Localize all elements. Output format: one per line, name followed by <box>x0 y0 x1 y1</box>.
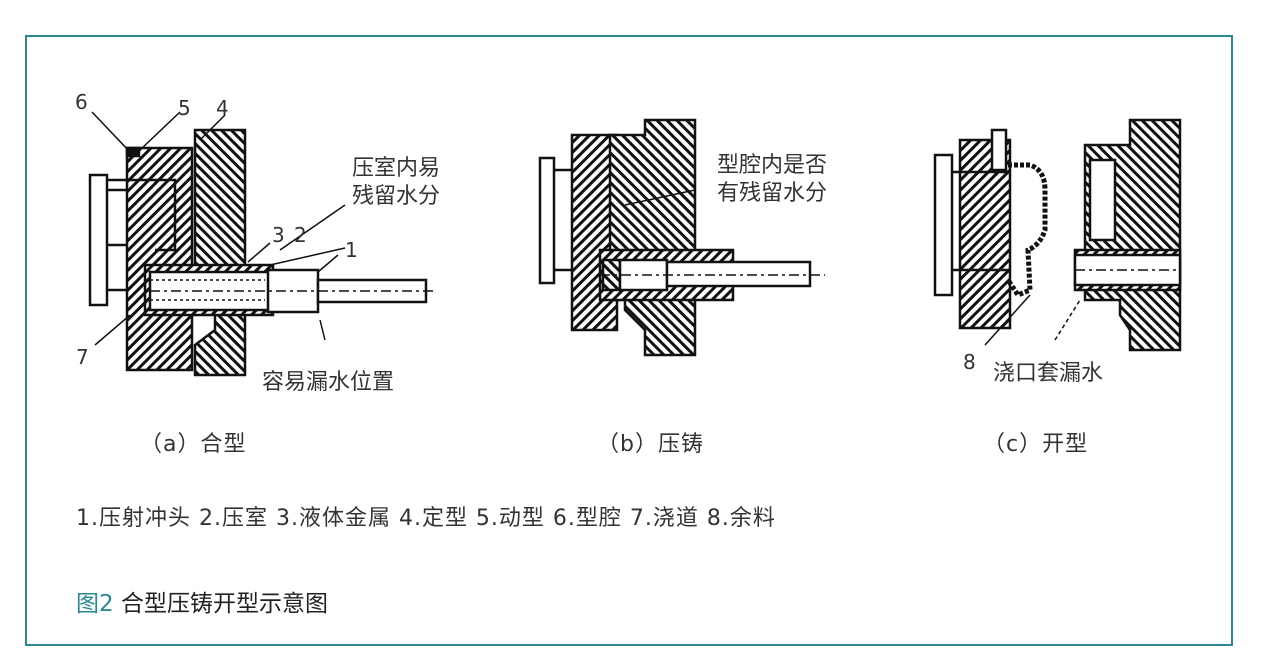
moving-die-5 <box>125 146 194 372</box>
label-2: 2 <box>294 223 307 247</box>
label-3: 3 <box>272 223 285 247</box>
label-4: 4 <box>216 96 229 120</box>
figure-number: 图2 <box>76 591 114 617</box>
label-1: 1 <box>345 238 358 262</box>
subtitle-c: （c）开型 <box>983 432 1089 457</box>
note-sleeve-water-2: 残留水分 <box>352 184 441 209</box>
label-7: 7 <box>76 345 89 369</box>
subtitle-b: （b）压铸 <box>597 432 704 457</box>
note-cavity-water-2: 有残留水分 <box>717 181 828 206</box>
residual-8 <box>1005 162 1048 299</box>
ejector-plate <box>88 173 109 307</box>
note-sprue-leak: 浇口套漏水 <box>993 361 1104 386</box>
figure-caption: 图2 合型压铸开型示意图 <box>76 584 328 618</box>
figure-title: 合型压铸开型示意图 <box>120 591 328 617</box>
cavity-6 <box>125 146 141 158</box>
subtitle-a: （a）合型 <box>140 432 247 457</box>
note-cavity-water-1: 型腔内是否 <box>717 153 828 178</box>
panel-a-drawing <box>88 111 435 377</box>
label-6: 6 <box>75 90 88 114</box>
label-8: 8 <box>963 350 976 374</box>
note-leak-position: 容易漏水位置 <box>262 370 395 395</box>
panel-c-drawing <box>933 118 1182 352</box>
figure-frame <box>25 35 1233 646</box>
panel-b-drawing <box>538 118 825 357</box>
fixed-die-4 <box>193 128 247 377</box>
parts-legend: 1.压射冲头 2.压室 3.液体金属 4.定型 5.动型 6.型腔 7.浇道 8… <box>76 506 776 531</box>
label-5: 5 <box>178 96 191 120</box>
note-sleeve-water-1: 压室内易 <box>352 156 441 181</box>
